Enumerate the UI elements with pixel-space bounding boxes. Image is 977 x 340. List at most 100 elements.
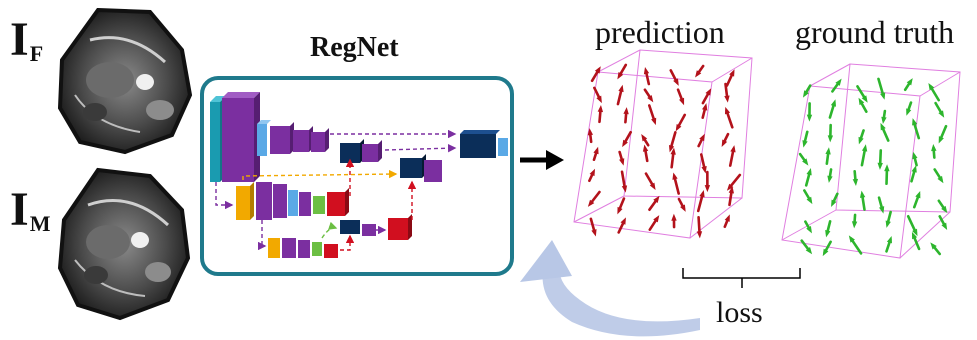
block-lightblue-1 — [257, 120, 271, 156]
prediction-arrow-head — [623, 107, 629, 115]
prediction-arrow-head — [695, 70, 702, 78]
prediction-arrow-head — [653, 215, 660, 223]
block-red-1 — [327, 188, 349, 216]
prediction-arrow-head — [728, 186, 735, 194]
block-green-1 — [313, 196, 325, 214]
prediction-arrow-head — [618, 84, 624, 93]
prediction-arrow-head — [680, 204, 686, 212]
output-arrow — [520, 150, 564, 170]
ground-truth-arrow-head — [806, 196, 813, 205]
ground-truth-vector-field — [798, 77, 948, 257]
loss-label: loss — [716, 296, 763, 329]
prediction-arrow-head — [699, 190, 705, 198]
ground-truth-arrow-shaft — [849, 237, 863, 255]
prediction-arrow-head — [647, 95, 654, 103]
ground-truth-arrow-head — [912, 228, 918, 237]
prediction-arrow-head — [724, 106, 731, 115]
prediction-arrow-head — [617, 71, 624, 80]
fixed-image-symbol: IF — [10, 13, 44, 66]
ground-truth-arrow-head — [906, 78, 913, 86]
prediction-label: prediction — [595, 14, 725, 50]
ground-truth-arrow-head — [928, 82, 935, 91]
fixed-image-subscript: F — [29, 41, 44, 66]
ground-truth-arrow-head — [806, 114, 813, 122]
ground-truth-arrow-head — [938, 136, 944, 144]
ground-truth-arrow-head — [885, 220, 891, 228]
ground-truth-arrow-head — [835, 78, 842, 86]
moving-image-subscript: M — [29, 211, 51, 236]
prediction-arrow-head — [597, 104, 604, 113]
prediction-arrow-head — [670, 147, 676, 155]
prediction-arrow-head — [620, 217, 626, 225]
ground-truth-arrow-head — [861, 95, 868, 103]
ground-truth-arrow-head — [858, 136, 864, 145]
ground-truth-arrow-head — [878, 206, 885, 214]
prediction-arrow-head — [593, 146, 599, 155]
prediction-arrow-head — [589, 168, 595, 177]
prediction-arrow-head — [668, 144, 675, 153]
prediction-arrow-head — [679, 97, 685, 106]
block-purple-3 — [311, 128, 329, 152]
moving-image-symbol: IM — [10, 183, 51, 236]
block-purple-10 — [282, 238, 296, 258]
block-green-2 — [312, 242, 322, 256]
prediction-arrow-head — [729, 69, 735, 77]
block-purple-8 — [299, 192, 311, 216]
ground-truth-arrow-head — [825, 229, 831, 238]
block-lightblue-2 — [288, 190, 298, 216]
ground-truth-arrow-head — [830, 99, 837, 107]
block-orange-1 — [236, 182, 254, 220]
ground-truth-arrow-head — [858, 97, 865, 106]
ground-truth-arrow-head — [877, 162, 883, 170]
ground-truth-arrow-head — [802, 90, 809, 98]
prediction-arrow-head — [704, 185, 711, 193]
ground-truth-arrow-head — [806, 167, 812, 176]
ground-truth-arrow-head — [884, 164, 890, 172]
ground-truth-arrow-head — [931, 143, 937, 152]
block-purple-6 — [256, 182, 272, 220]
prediction-arrow-head — [587, 128, 594, 136]
ground-truth-arrow-head — [827, 135, 834, 143]
prediction-arrow-head — [699, 133, 705, 142]
prediction-arrow-head — [730, 145, 736, 153]
ground-truth-arrow-head — [825, 147, 831, 155]
ground-truth-arrow-head — [880, 92, 886, 100]
prediction-arrow-head — [721, 139, 728, 147]
prediction-arrow-head — [643, 66, 650, 75]
prediction-arrow-head — [622, 139, 628, 148]
ground-truth-arrow-head — [930, 242, 937, 250]
block-lightblue-out — [498, 138, 508, 156]
block-purple-5 — [424, 160, 442, 182]
prediction-arrow-head — [653, 195, 660, 203]
block-purple-11 — [298, 240, 310, 258]
prediction-arrow-head — [587, 199, 595, 207]
prediction-arrow-head — [619, 158, 625, 166]
ground-truth-arrow-head — [852, 178, 859, 186]
prediction-arrow-head — [726, 183, 734, 191]
block-purple-7 — [273, 184, 287, 218]
ground-truth-arrow-head — [911, 165, 917, 173]
prediction-arrow-head — [591, 229, 597, 237]
prediction-arrow-head — [642, 144, 649, 152]
block-red-2 — [388, 214, 412, 240]
ground-truth-arrow-head — [912, 151, 918, 160]
ground-truth-arrow-head — [802, 158, 809, 166]
ground-truth-arrow-shaft — [906, 214, 918, 234]
prediction-arrow-head — [705, 88, 712, 96]
ground-truth-arrow-head — [831, 199, 837, 208]
ground-truth-arrow-head — [941, 205, 948, 214]
prediction-arrow-head — [641, 133, 648, 142]
prediction-arrow-head — [696, 231, 703, 239]
ground-truth-arrow-head — [881, 116, 887, 124]
ground-truth-arrow-head — [805, 247, 813, 255]
ground-truth-arrow-head — [859, 190, 866, 198]
ground-truth-arrow-head — [802, 140, 808, 148]
ground-truth-arrow-head — [851, 221, 858, 229]
prediction-arrow-head — [673, 78, 679, 86]
prediction-arrow-head — [594, 66, 601, 74]
prediction-arrow-head — [702, 103, 708, 111]
block-red-3 — [324, 244, 338, 258]
fixed-ct-image — [57, 7, 193, 155]
block-navy-3 — [340, 220, 360, 234]
